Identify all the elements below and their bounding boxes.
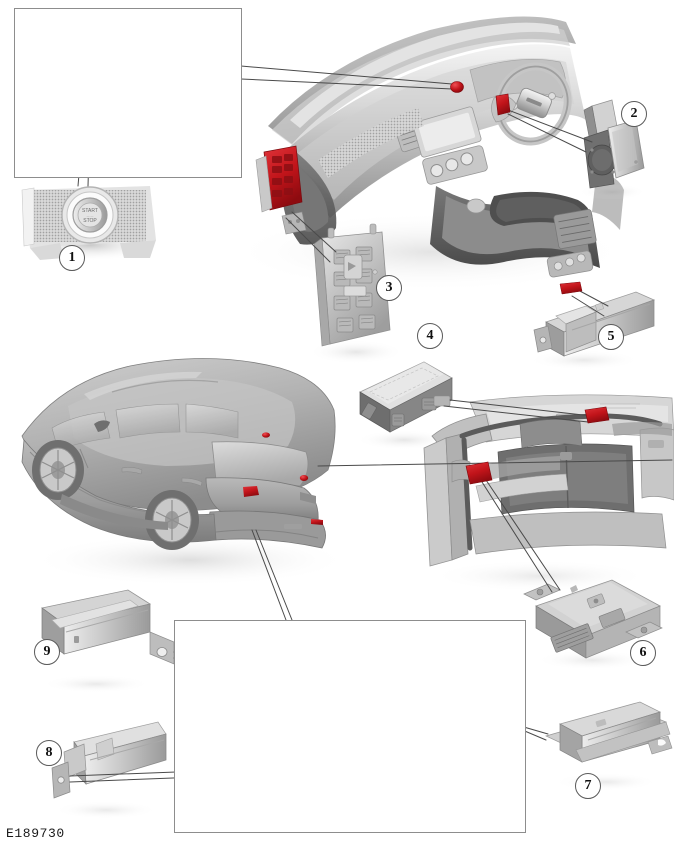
callout-6[interactable]: 6 [630,640,656,666]
antenna-9-artwork [41,589,175,693]
junction-box-artwork [308,223,404,364]
marker-cargo-pillar-antenna [465,461,493,485]
marker-ignition-module-column [495,93,511,116]
start-label: START [82,208,98,214]
callout-3[interactable]: 3 [376,275,402,301]
callout-7[interactable]: 7 [575,773,601,799]
antenna-8-artwork [51,721,167,819]
keyless-module-artwork [523,579,663,670]
marker-rear-quarter-antenna [243,486,259,497]
dashboard-inset-frame [14,8,242,178]
callout-2[interactable]: 2 [621,101,647,127]
diagram-code: E189730 [6,826,65,841]
callout-9[interactable]: 9 [34,639,60,665]
leader-lines [69,53,673,783]
callout-4[interactable]: 4 [417,323,443,349]
marker-rear-sill-antenna [311,519,323,525]
marker-tailgate-antenna [299,475,309,481]
callout-1[interactable]: 1 [59,245,85,271]
front-antenna-artwork [528,291,656,370]
marker-center-console-antenna [559,281,583,295]
ignition-module-artwork [578,99,646,200]
cargo-interior-artwork [423,394,674,592]
marker-start-button-dash-main [450,81,464,93]
callout-5[interactable]: 5 [598,324,624,350]
cargo-area-inset-frame [174,620,526,833]
marker-cargo-roof-antenna [584,406,610,424]
vehicle-body-artwork [21,358,350,586]
start-stop-button-detail-artwork: START — — STOP [18,186,162,261]
callout-8[interactable]: 8 [36,740,62,766]
svg-text:— —: — — [87,214,94,218]
antenna-7-artwork [545,701,673,791]
marker-roof-antenna [262,432,270,438]
control-module-artwork [356,361,453,450]
red-relay-block-artwork [255,145,307,235]
stop-label: STOP [83,218,97,224]
